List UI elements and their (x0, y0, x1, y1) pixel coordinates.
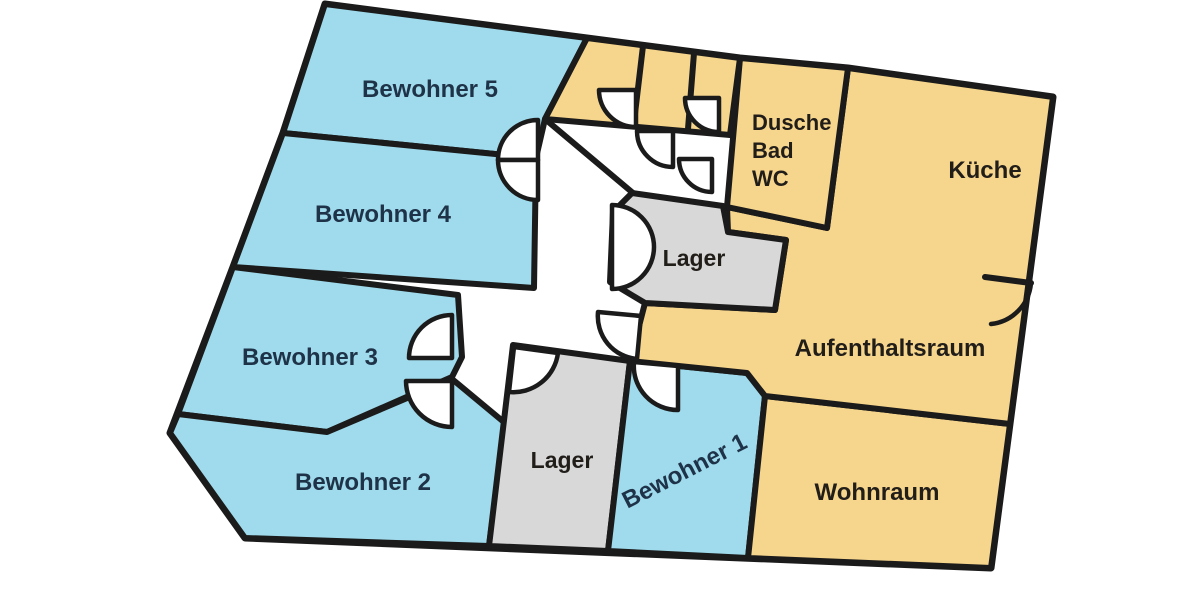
door-bewohner-1 (631, 359, 681, 413)
room-bewohner-5 (280, 1, 590, 161)
label-dusche: Dusche (752, 110, 831, 135)
label-wc: WC (752, 166, 789, 191)
wall-corridor-diagonal (542, 116, 636, 196)
label-bewohner-5: Bewohner 5 (362, 76, 498, 103)
door-wc-kabine-1 (596, 87, 639, 130)
label-kueche: Küche (948, 157, 1021, 184)
door-vorraum-links (634, 128, 676, 170)
label-bewohner-2: Bewohner 2 (295, 469, 431, 496)
label-wohnraum: Wohnraum (815, 479, 940, 506)
label-bewohner-3: Bewohner 3 (242, 344, 378, 371)
door-lager-lower (506, 344, 561, 395)
label-bewohner-4: Bewohner 4 (315, 201, 452, 228)
door-kueche (988, 280, 1034, 327)
label-lager-upper: Lager (663, 245, 726, 271)
door-bewohner-4 (495, 157, 541, 203)
door-aufenthaltsraum (595, 309, 644, 362)
door-vorraum-rechts (676, 156, 715, 195)
room-bewohner-4 (230, 130, 539, 291)
label-bad: Bad (752, 138, 794, 163)
door-bewohner-3 (406, 312, 455, 361)
wall-kueche-door-stub (982, 274, 1034, 286)
door-wc-kabine-2 (682, 95, 722, 135)
room-dusche-bad-wc (724, 55, 851, 231)
door-bewohner-2 (403, 378, 455, 430)
label-lager-lower: Lager (531, 447, 594, 473)
door-lager-upper (609, 202, 657, 292)
label-aufenthaltsraum: Aufenthaltsraum (795, 335, 986, 362)
